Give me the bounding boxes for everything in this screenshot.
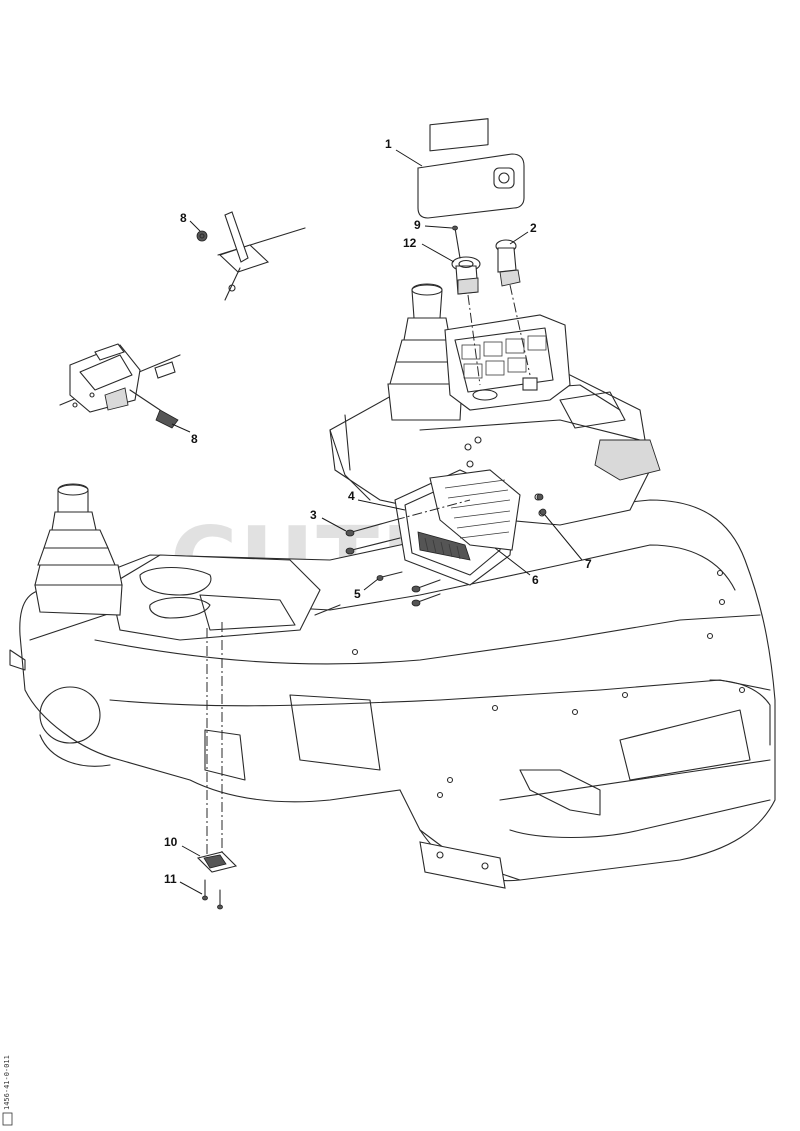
callout-11: 11 xyxy=(164,872,177,886)
screws-item-3 xyxy=(345,499,471,555)
nuts-item-7 xyxy=(536,493,547,516)
decal-plate-item-1 xyxy=(417,118,525,219)
right-joystick xyxy=(387,283,463,421)
switch-item-10 xyxy=(196,622,238,873)
storage-panel-assembly xyxy=(394,469,521,586)
callout-5: 5 xyxy=(354,587,361,601)
cab-frame xyxy=(9,499,776,889)
callout-9: 9 xyxy=(414,218,421,232)
callouts: 1 2 3 4 5 6 7 8 8 9 10 11 12 xyxy=(164,137,592,886)
drawing-code-text: 1456-41-0-011 xyxy=(3,1055,11,1110)
callout-3: 3 xyxy=(310,508,317,522)
callout-7: 7 xyxy=(585,557,592,571)
right-console xyxy=(329,283,661,526)
key-switch-item-2 xyxy=(495,239,531,376)
valve-detail-item-8-lower xyxy=(59,343,181,429)
callout-2: 2 xyxy=(530,221,537,235)
pin-item-9 xyxy=(452,225,461,259)
leader-lines xyxy=(171,149,583,895)
drawing-code: 1456-41-0-011 xyxy=(2,1055,13,1126)
callout-6: 6 xyxy=(532,573,539,587)
callout-8-upper: 8 xyxy=(180,211,187,225)
callout-8-lower: 8 xyxy=(191,432,198,446)
callout-12: 12 xyxy=(403,236,417,250)
lever-detail-item-8-upper xyxy=(196,211,306,301)
screws-item-11 xyxy=(202,879,223,910)
bezel-item-12 xyxy=(451,256,481,386)
callout-4: 4 xyxy=(348,489,355,503)
callout-10: 10 xyxy=(164,835,178,849)
callout-1: 1 xyxy=(385,137,392,151)
left-joystick xyxy=(34,483,123,616)
screws-item-5 xyxy=(376,571,441,607)
